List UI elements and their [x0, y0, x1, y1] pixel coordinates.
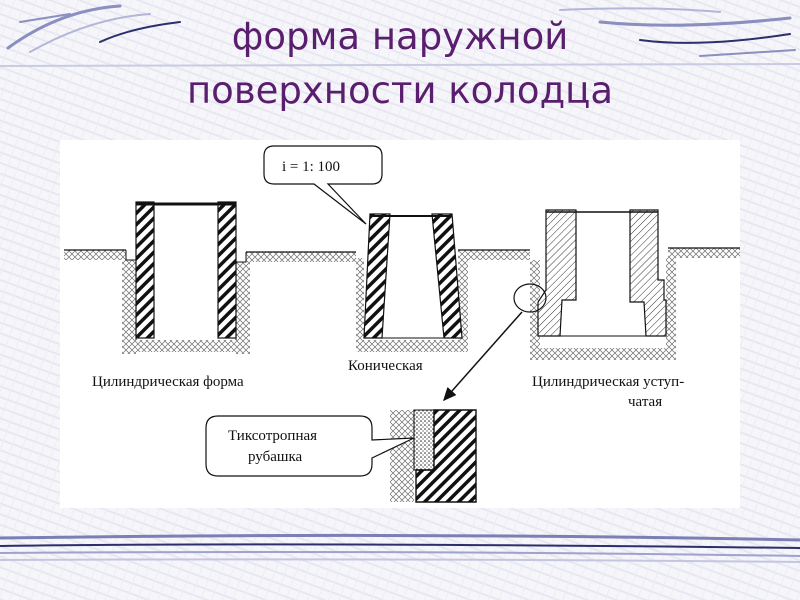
- slope-callout[interactable]: i = 1: 100: [263, 145, 383, 225]
- top-brush-decoration: [6, 4, 796, 57]
- detail-arrow: [443, 311, 523, 402]
- thixotropic-detail: [390, 409, 477, 503]
- title-line-1: форма наружной: [231, 15, 569, 58]
- stepped-caption-line2: чатая: [628, 394, 662, 410]
- title-line-2: поверхности колодца: [186, 69, 614, 112]
- stepped-caption-line1: Цилиндрическая уступ-: [532, 374, 684, 390]
- conical-caption: Коническая: [348, 358, 423, 374]
- thixotropic-label-line1: Тиксотропная: [228, 428, 317, 444]
- stepped-well: [513, 209, 740, 360]
- bottom-stripe-decoration: [0, 533, 800, 563]
- slope-text: i = 1: 100: [282, 159, 340, 175]
- cylindrical-caption: Цилиндрическая форма: [92, 374, 244, 390]
- conical-well: [356, 213, 530, 352]
- well-diagram: i = 1: 100: [60, 140, 740, 508]
- slide-title: форма наружной поверхности колодца: [0, 10, 800, 118]
- thixotropic-label-line2: рубашка: [248, 449, 303, 465]
- top-divider: [0, 63, 800, 67]
- cylindrical-well: [64, 201, 356, 354]
- thixotropic-callout[interactable]: Тиксотропная рубашка: [205, 415, 415, 477]
